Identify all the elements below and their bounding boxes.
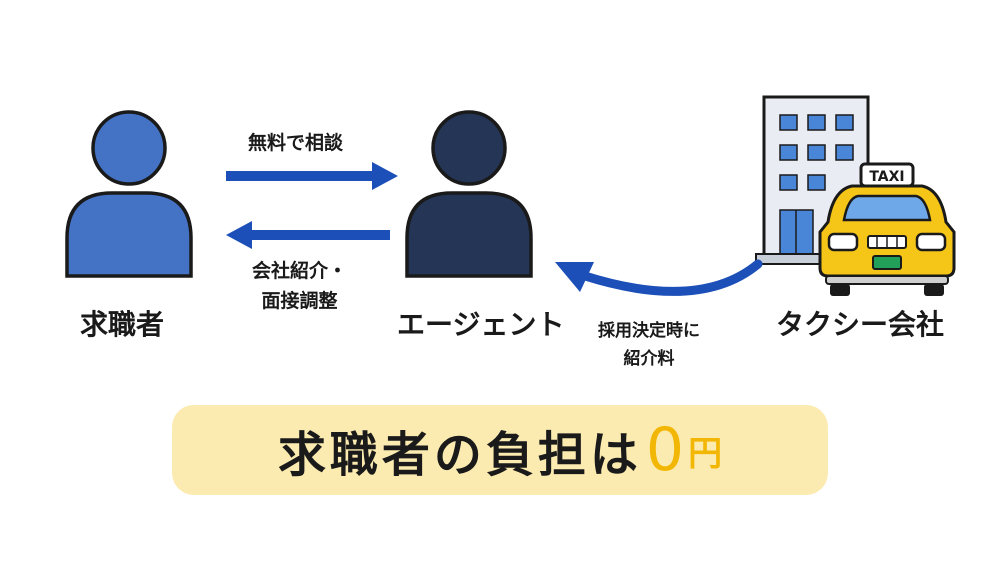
consult-edge-label: 無料で相談 (248, 128, 343, 158)
introduce-text-line2: 面接調整 (261, 290, 338, 312)
banner-text: 求職者の負担は (277, 427, 642, 483)
consult-text: 無料で相談 (248, 132, 344, 154)
job-seeker-person-icon (65, 110, 193, 278)
taxi-icon (818, 162, 956, 296)
fee-edge-label: 採用決定時に 紹介料 (598, 317, 700, 373)
agent-person-icon (405, 110, 533, 278)
fee-arrow (555, 259, 763, 296)
banner-unit: 円 (688, 433, 723, 474)
banner-amount: 0 (645, 415, 685, 485)
fee-text-line1: 採用決定時に (598, 321, 700, 341)
taxi-sign-label: TAXI (869, 169, 904, 185)
agent-label: エージェント (397, 308, 565, 341)
introduce-edge-label: 会社紹介・ 面接調整 (252, 256, 347, 316)
fee-text-line2: 紹介料 (623, 349, 675, 369)
taxi-company-label: タクシー会社 (776, 308, 945, 341)
burden-banner: 求職者の負担は 0 円 (172, 405, 828, 495)
introduce-text-line1: 会社紹介・ (252, 260, 348, 282)
consult-arrow (226, 162, 398, 190)
introduce-arrow (226, 221, 390, 249)
job-seeker-label: 求職者 (80, 308, 165, 341)
